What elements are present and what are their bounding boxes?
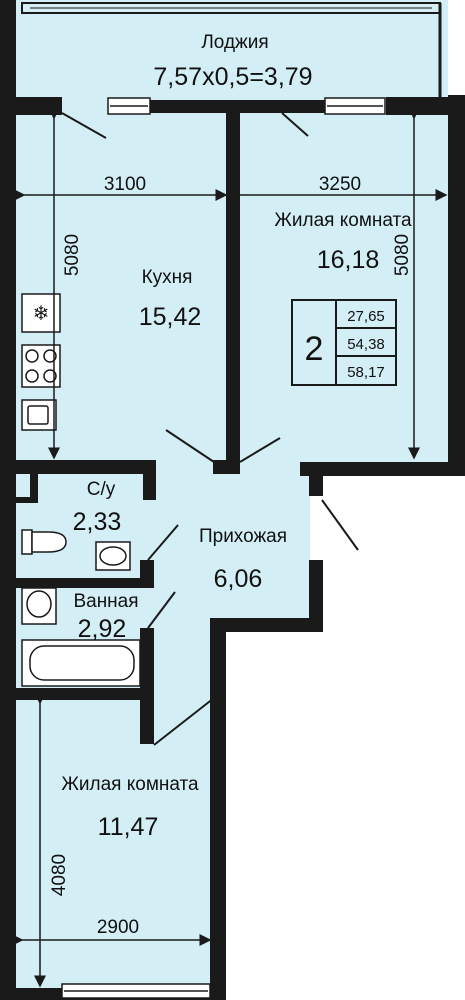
living-1-area: 16,18 [317, 246, 380, 274]
living-2-name: Жилая комната [61, 774, 199, 795]
total-area: 54,38 [347, 336, 385, 353]
window-kitchen [107, 97, 151, 115]
kitchen-height-dim: 5080 [62, 234, 83, 276]
kitchen-name: Кухня [142, 267, 193, 288]
kitchen-sink-icon [21, 399, 57, 431]
living-2-width-dim: 2900 [97, 917, 139, 938]
doors [61, 112, 359, 746]
washbasin-2-icon [21, 587, 57, 625]
bathroom-name: Ванная [73, 591, 138, 612]
toilet-name: С/у [87, 479, 116, 500]
bathtub-icon [21, 639, 141, 687]
living-1-name: Жилая комната [274, 210, 412, 231]
loggia-frame [21, 2, 442, 110]
windows [61, 97, 386, 999]
total-area-with-loggia: 58,17 [347, 364, 385, 381]
apartment-fill [16, 0, 448, 990]
summary-box [291, 299, 397, 386]
window-living-room-1 [324, 97, 386, 115]
toilet-icon [21, 529, 67, 555]
toilet-area: 2,33 [73, 508, 122, 536]
living-2-height-dim: 4080 [49, 854, 70, 896]
window-living-room-2 [61, 983, 211, 999]
hallway-name: Прихожая [199, 526, 287, 547]
svg-text:❄: ❄ [33, 303, 50, 325]
washbasin-icon [95, 541, 131, 571]
dimension-lines [11, 107, 448, 988]
loggia-name: Лоджия [201, 32, 268, 53]
living-area-total: 27,65 [347, 308, 385, 325]
hallway-area: 6,06 [214, 565, 263, 593]
living-1-width-dim: 3250 [319, 174, 361, 195]
bathroom-area: 2,92 [78, 615, 127, 643]
loggia-formula: 7,57х0,5=3,79 [153, 63, 312, 91]
room-count: 2 [305, 330, 324, 368]
kitchen-area: 15,42 [139, 303, 202, 331]
kitchen-width-dim: 3100 [104, 174, 146, 195]
living-1-height-dim: 5080 [392, 234, 413, 276]
living-2-area: 11,47 [98, 813, 159, 841]
